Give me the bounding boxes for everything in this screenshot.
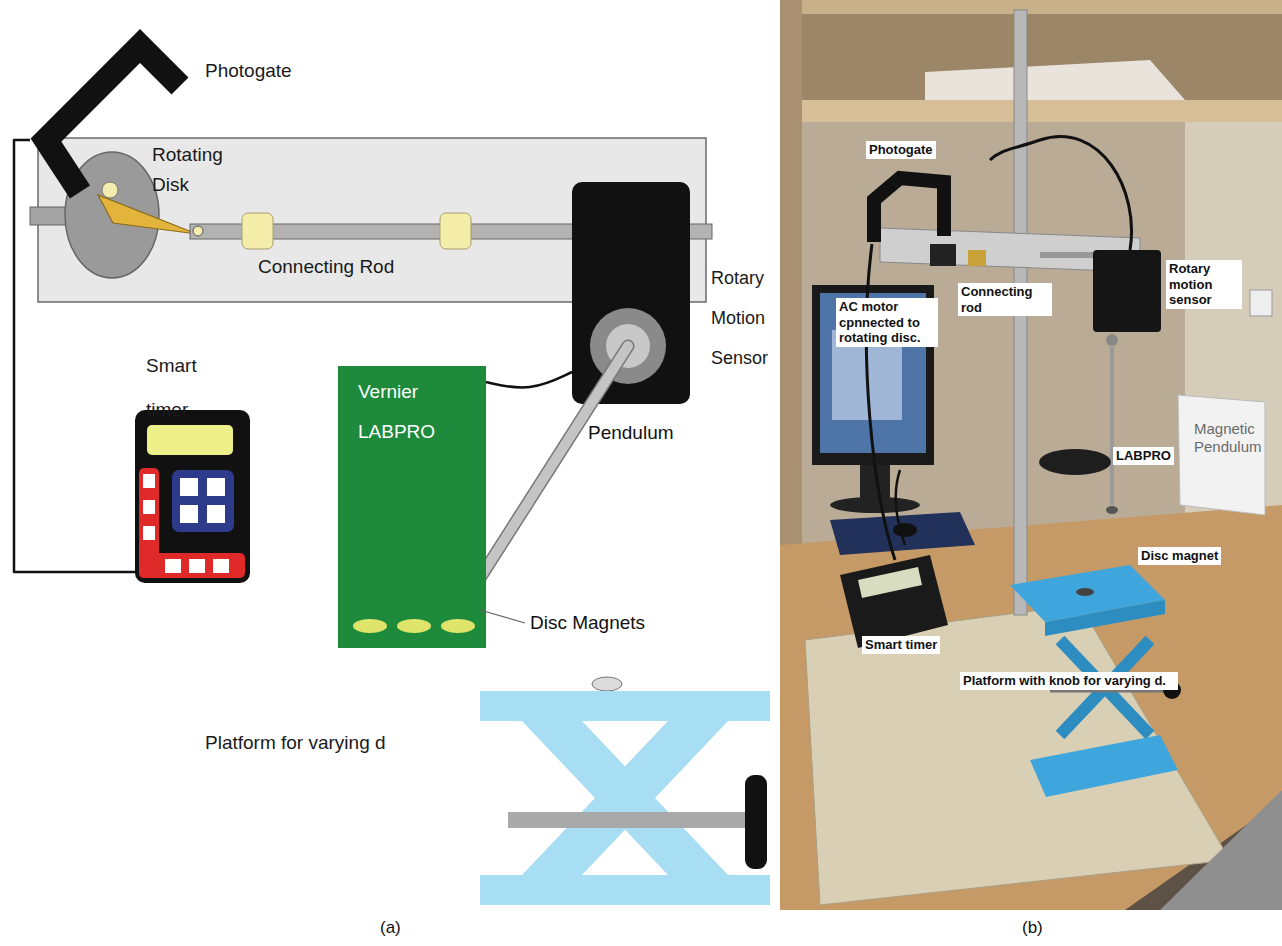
labpro-photo (1039, 449, 1111, 475)
timer-key (207, 478, 225, 496)
photo-tag: Platform with knob for varying d. (960, 672, 1178, 690)
part-label: Platform for varying d (205, 732, 386, 755)
pendulum-outline (466, 346, 628, 600)
scissor-arm (522, 721, 728, 875)
pendulum-end (1106, 506, 1118, 514)
timer-keypad (172, 470, 234, 532)
part-label: Connecting Rod (258, 256, 394, 279)
timer-key (143, 526, 155, 540)
pendulum-rod (466, 346, 628, 600)
photogate-cable (866, 244, 895, 560)
photo-tag: LABPRO (1113, 447, 1174, 465)
diagram-part: Vernier LABPRO (338, 366, 486, 648)
photo-tag: Connecting rod (958, 283, 1052, 316)
text-label: (a) (380, 918, 401, 938)
rod-pivot (193, 226, 203, 236)
rod-guide (242, 213, 273, 249)
sensor-photo (1093, 250, 1161, 332)
disc-magnet-photo (1076, 588, 1094, 596)
timer-key (207, 505, 225, 523)
part-label: Rotary Motion Sensor (711, 258, 779, 378)
base-board (805, 605, 1230, 905)
timer-key (213, 559, 229, 573)
platform-screw (508, 812, 748, 828)
timer-key (180, 505, 198, 523)
floor (1160, 790, 1282, 910)
brass-fitting (968, 250, 986, 266)
rod-guide (440, 213, 471, 249)
mouse (893, 523, 917, 537)
timer-key (143, 474, 155, 488)
photo-tag: Smart timer (862, 636, 940, 654)
cable (14, 140, 135, 572)
timer-key (165, 559, 181, 573)
cabinet-side (780, 0, 802, 560)
part-label: Vernier LABPRO (358, 372, 482, 452)
text-label: Pendulum (588, 422, 674, 445)
timer-body (135, 410, 250, 583)
wall-socket (1250, 290, 1272, 316)
timer-display (858, 567, 922, 598)
monitor-base (830, 497, 920, 513)
photo-ground (780, 0, 1282, 910)
timer-key (189, 559, 205, 573)
photo-tag: AC motor cpnnected to rotating disc. (836, 298, 938, 347)
magnet-dot (353, 619, 387, 633)
jack-base (1030, 735, 1178, 797)
timer-key (180, 478, 198, 496)
sensor-axle (1106, 334, 1118, 346)
text-label: Disc Magnets (530, 612, 645, 635)
photogate-photo (874, 178, 944, 242)
diagram-part: Rotating DiskConnecting Rod (38, 138, 706, 302)
motor-block (930, 244, 956, 266)
diagram-part: Rotary Motion Sensor (572, 182, 780, 404)
platform-base (480, 875, 770, 905)
text-label: (b) (1022, 918, 1043, 938)
timer-keys (139, 553, 245, 578)
pendulum-photo (1110, 345, 1114, 505)
timer-photo (840, 555, 948, 648)
disk-pin (102, 182, 118, 198)
labpro-body (338, 366, 486, 648)
part-label: Smart timer (146, 344, 236, 432)
sign-card (1178, 395, 1265, 515)
papers (925, 60, 1185, 104)
diagram-part: Smart timer (135, 410, 252, 585)
scissor-arm (522, 721, 728, 875)
desk-top (780, 505, 1282, 910)
motor-cable (896, 470, 905, 545)
platform-knob (745, 775, 767, 869)
platform-top (480, 691, 770, 721)
sensor-housing (572, 182, 690, 404)
back-wall (780, 122, 1282, 562)
leader-line (480, 610, 525, 623)
cable (486, 372, 572, 387)
cabinet-top (780, 0, 1282, 14)
crank-arm (98, 195, 197, 234)
text-label: Magnetic Pendulum (1194, 420, 1262, 456)
photo-tag: Photogate (866, 141, 936, 159)
magnet-dot (441, 619, 475, 633)
timer-screen (147, 425, 233, 455)
rod-piece (1040, 252, 1100, 258)
part-label: Rotating Disk (152, 140, 252, 200)
jack-edge (1045, 600, 1165, 636)
part-label: Photogate (205, 60, 292, 83)
shelf-board (780, 100, 1282, 122)
photogate-symbol (46, 46, 180, 192)
diagram-part: Platform for varying d (205, 685, 770, 907)
photo-tag: Disc magnet (1138, 547, 1221, 565)
disc-magnet (592, 677, 622, 691)
timer-key (143, 500, 155, 514)
magnet-dot (397, 619, 431, 633)
sensor-cable (990, 137, 1132, 250)
photo-tag: Rotary motion sensor (1166, 260, 1242, 309)
